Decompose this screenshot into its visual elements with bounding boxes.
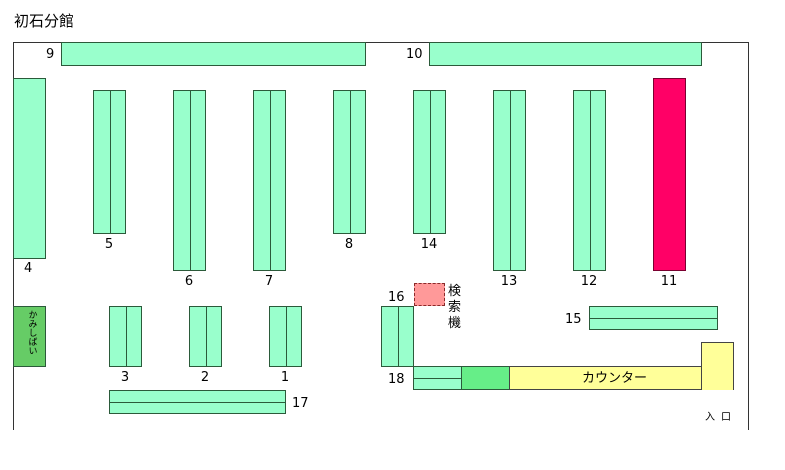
wall-top [13, 42, 749, 43]
shelf-1[interactable] [269, 306, 302, 367]
entrance-label: 入口 [705, 412, 737, 423]
shelf-5[interactable] [93, 90, 126, 234]
search-terminal-label: 検索機 [448, 284, 462, 331]
wall-right [748, 42, 749, 430]
shelf-7-label: 7 [264, 274, 274, 289]
shelf-1-label: 1 [280, 370, 290, 385]
shelf-8-label: 8 [344, 237, 354, 252]
shelf-7[interactable] [253, 90, 286, 271]
shelf-8[interactable] [333, 90, 366, 234]
counter-label: カウンター [582, 371, 648, 386]
shelf-17[interactable] [109, 390, 286, 414]
counter-corner [701, 342, 734, 390]
shelf-16[interactable] [381, 306, 414, 367]
shelf-3-label: 3 [120, 370, 130, 385]
shelf-4-label: 4 [24, 261, 33, 276]
counter[interactable] [509, 366, 734, 390]
shelf-3[interactable] [109, 306, 142, 367]
shelf-17-label: 17 [292, 396, 309, 411]
shelf-18-label: 18 [388, 372, 405, 387]
shelf-15-label: 15 [565, 312, 582, 327]
shelf-6-label: 6 [184, 274, 194, 289]
shelf-13[interactable] [493, 90, 526, 271]
counter-green-section [461, 366, 510, 390]
shelf-15[interactable] [589, 306, 718, 330]
shelf-14-label: 14 [420, 237, 438, 252]
shelf-10[interactable] [429, 42, 702, 66]
shelf-2-label: 2 [200, 370, 210, 385]
shelf-10-label: 10 [406, 47, 423, 62]
shelf-11-label: 11 [660, 274, 678, 289]
kamishibai-shelf[interactable]: かみしばい [13, 306, 46, 367]
shelf-9[interactable] [61, 42, 366, 66]
shelf-6[interactable] [173, 90, 206, 271]
shelf-18[interactable] [413, 366, 462, 390]
shelf-11[interactable] [653, 78, 686, 271]
shelf-12-label: 12 [580, 274, 598, 289]
shelf-13-label: 13 [500, 274, 518, 289]
search-terminal-box[interactable] [414, 283, 445, 306]
map-title: 初石分館 [14, 12, 75, 30]
shelf-16-label: 16 [388, 290, 405, 305]
kamishibai-label: かみしばい [26, 310, 37, 355]
shelf-14[interactable] [413, 90, 446, 234]
shelf-5-label: 5 [104, 237, 114, 252]
shelf-9-label: 9 [46, 47, 55, 62]
shelf-2[interactable] [189, 306, 222, 367]
shelf-4[interactable] [13, 78, 46, 259]
shelf-12[interactable] [573, 90, 606, 271]
